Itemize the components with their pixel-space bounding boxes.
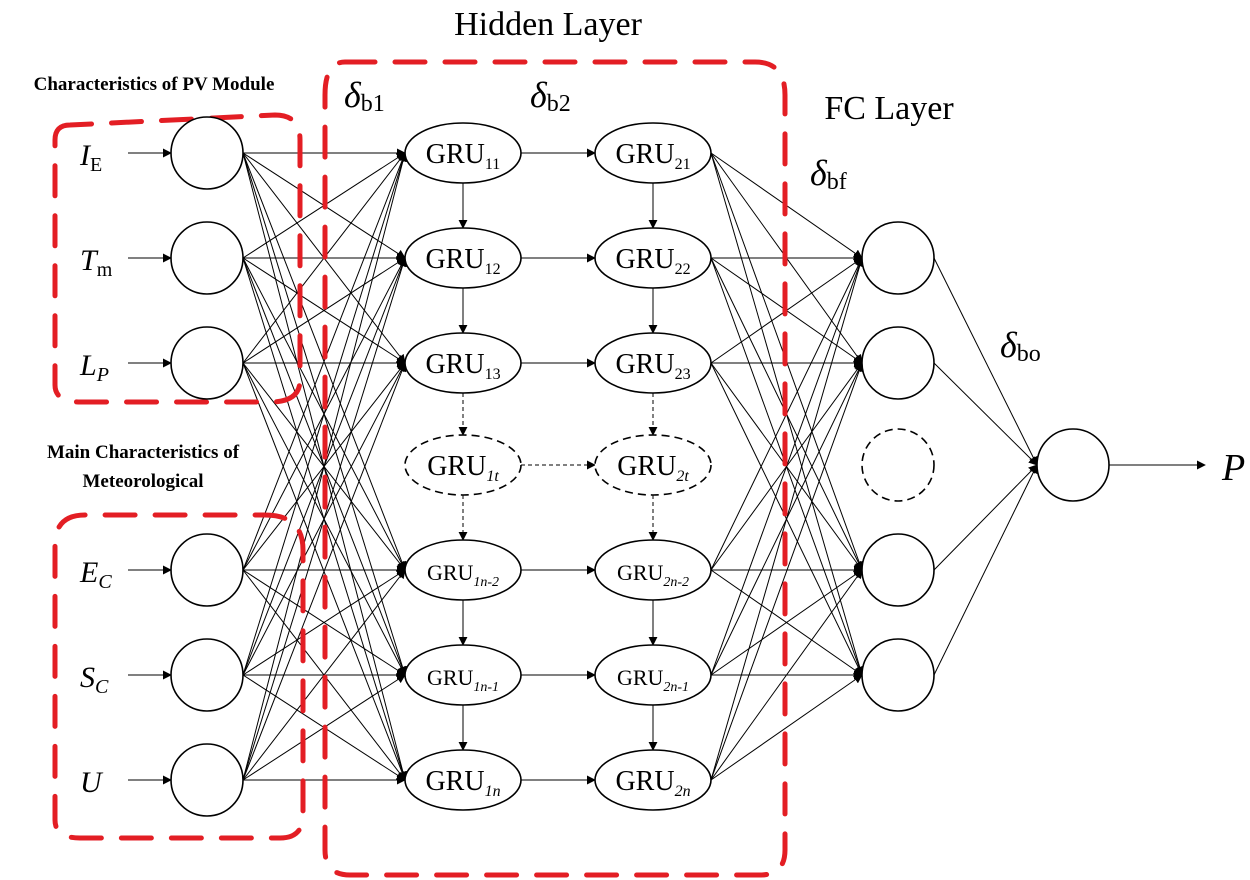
dashed-boxes xyxy=(52,59,788,878)
pv-module-box xyxy=(52,112,303,405)
fc-node-3 xyxy=(861,533,935,607)
input-label-4: SC xyxy=(80,661,109,698)
hidden-layer-box xyxy=(322,59,788,878)
gru-col1-label-3: GRU1t xyxy=(427,451,499,485)
input-label-2: LP xyxy=(79,349,109,386)
gru-col2-node-5 xyxy=(594,644,712,706)
input-node-5 xyxy=(170,743,244,817)
input-3-to-gru1-0 xyxy=(242,152,407,571)
fc-node-4 xyxy=(861,638,935,712)
gru-col2-label-0: GRU21 xyxy=(615,139,690,173)
gru-col1-node-3 xyxy=(404,434,522,496)
output-label: P xyxy=(1221,447,1245,489)
gru-col2-label-3: GRU2t xyxy=(617,451,689,485)
gru-col2-label-4: GRU2n-2 xyxy=(617,560,689,590)
gru-col1-label-5: GRU1n-1 xyxy=(427,665,499,695)
gru-col2-label-5: GRU2n-1 xyxy=(617,665,689,695)
gru-col2-node-3 xyxy=(594,434,712,496)
gru2-6-to-fc-3 xyxy=(710,569,863,781)
output-node xyxy=(1036,428,1110,502)
input-5-to-gru1-1 xyxy=(242,257,407,781)
fc-node-1 xyxy=(861,326,935,400)
input-label-0: IE xyxy=(79,139,102,176)
input-node-0 xyxy=(170,116,244,190)
bias-b2-label: δb2 xyxy=(530,75,571,117)
input-4-to-gru1-0 xyxy=(242,152,407,676)
fc-4-to-output xyxy=(933,464,1038,676)
gru-col2-node-4 xyxy=(594,539,712,601)
gru-col1-node-6 xyxy=(404,749,522,811)
meteorological-box xyxy=(52,512,306,841)
gru-col1-node-0 xyxy=(404,122,522,184)
input-5-to-gru1-0 xyxy=(242,152,408,781)
fc-3-to-output xyxy=(933,464,1038,571)
gru-col1-label-6: GRU1n xyxy=(425,766,500,800)
nodes-layer xyxy=(170,116,1110,817)
fc-node-0 xyxy=(861,221,935,295)
input-5-to-gru1-2 xyxy=(242,362,407,781)
input-node-2 xyxy=(170,326,244,400)
meteorological-title-line2: Meteorological xyxy=(83,471,204,492)
input-node-4 xyxy=(170,638,244,712)
input-2-to-gru1-1 xyxy=(242,257,406,364)
gru-col2-label-1: GRU22 xyxy=(615,244,690,278)
fc-node-2 xyxy=(861,428,935,502)
bias-b1-label: δb1 xyxy=(344,75,385,117)
gru-col1-node-4 xyxy=(404,539,522,601)
gru2-6-to-fc-1 xyxy=(710,362,864,781)
bias-bo-label: δbo xyxy=(1000,325,1041,367)
input-node-3 xyxy=(170,533,244,607)
gru-col2-node-1 xyxy=(594,227,712,289)
gru2-6-to-fc-0 xyxy=(710,257,865,781)
input-4-to-gru1-4 xyxy=(242,569,406,676)
gru-col1-label-1: GRU12 xyxy=(425,244,500,278)
input-label-5: U xyxy=(80,766,104,799)
input-label-1: Tm xyxy=(80,244,113,281)
gru2-6-to-fc-4 xyxy=(710,674,863,781)
fc-layer-title: FC Layer xyxy=(824,90,954,127)
gru2-5-to-fc-3 xyxy=(710,569,863,676)
input-node-1 xyxy=(170,221,244,295)
input-label-3: EC xyxy=(79,556,112,593)
pv-module-title: Characteristics of PV Module xyxy=(34,74,275,95)
gru-col2-node-0 xyxy=(594,122,712,184)
gru2-5-to-fc-0 xyxy=(710,257,864,676)
hidden-layer-title: Hidden Layer xyxy=(454,6,643,43)
gru-col2-node-2 xyxy=(594,332,712,394)
gru-col1-node-1 xyxy=(404,227,522,289)
gru-col1-label-2: GRU13 xyxy=(425,349,500,383)
gru-col2-node-6 xyxy=(594,749,712,811)
gru-col1-node-5 xyxy=(404,644,522,706)
gru-col1-label-0: GRU11 xyxy=(426,139,501,173)
fc-0-to-output xyxy=(933,257,1038,466)
gru-col2-label-2: GRU23 xyxy=(615,349,690,383)
gru-col2-label-6: GRU2n xyxy=(615,766,690,800)
labels-layer: Hidden Layer FC Layer Characteristics of… xyxy=(34,6,1246,800)
gru-col1-node-2 xyxy=(404,332,522,394)
bias-bf-label: δbf xyxy=(810,153,847,195)
meteorological-title-line1: Main Characteristics of xyxy=(47,442,240,463)
fc-1-to-output xyxy=(933,362,1038,466)
gru-col1-label-4: GRU1n-2 xyxy=(427,560,499,590)
